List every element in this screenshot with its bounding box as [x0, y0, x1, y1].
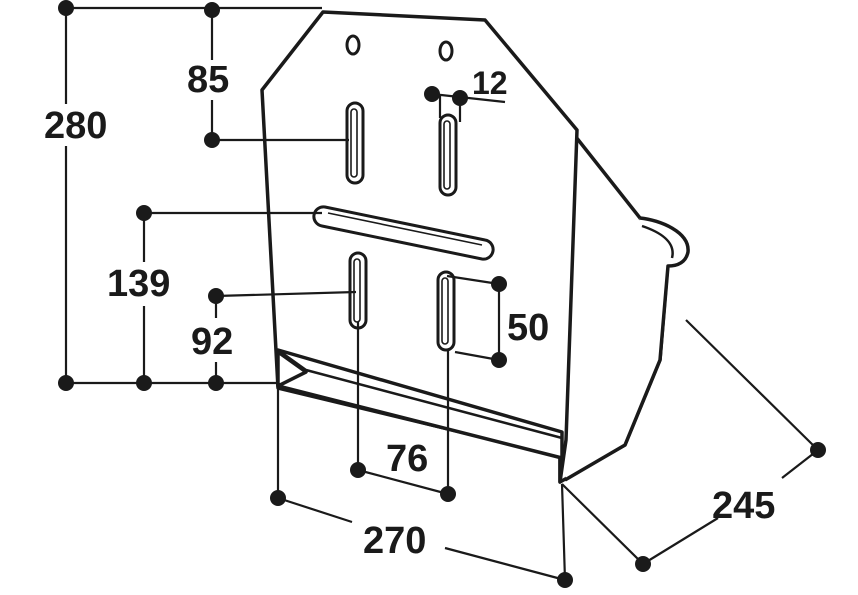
- dimension-label-50: 50: [507, 307, 549, 349]
- side-wall: [558, 130, 690, 484]
- dimension-label-85: 85: [187, 59, 229, 101]
- dimension-label-76: 76: [386, 438, 428, 480]
- dimension-label-270: 270: [363, 520, 426, 562]
- dimension-label-280: 280: [44, 105, 107, 147]
- dimension-label-139: 139: [107, 263, 170, 305]
- dimension-label-12: 12: [472, 65, 508, 101]
- dimension-label-92: 92: [191, 321, 233, 363]
- bottom-lip: [276, 348, 564, 460]
- lower-slots: [348, 251, 456, 352]
- upper-slots: [345, 101, 458, 197]
- dimension-lines: [64, 6, 819, 582]
- horizontal-slot: [312, 205, 495, 261]
- dimension-dots: [58, 0, 826, 588]
- top-holes: [345, 34, 454, 62]
- dimension-label-245: 245: [712, 485, 775, 527]
